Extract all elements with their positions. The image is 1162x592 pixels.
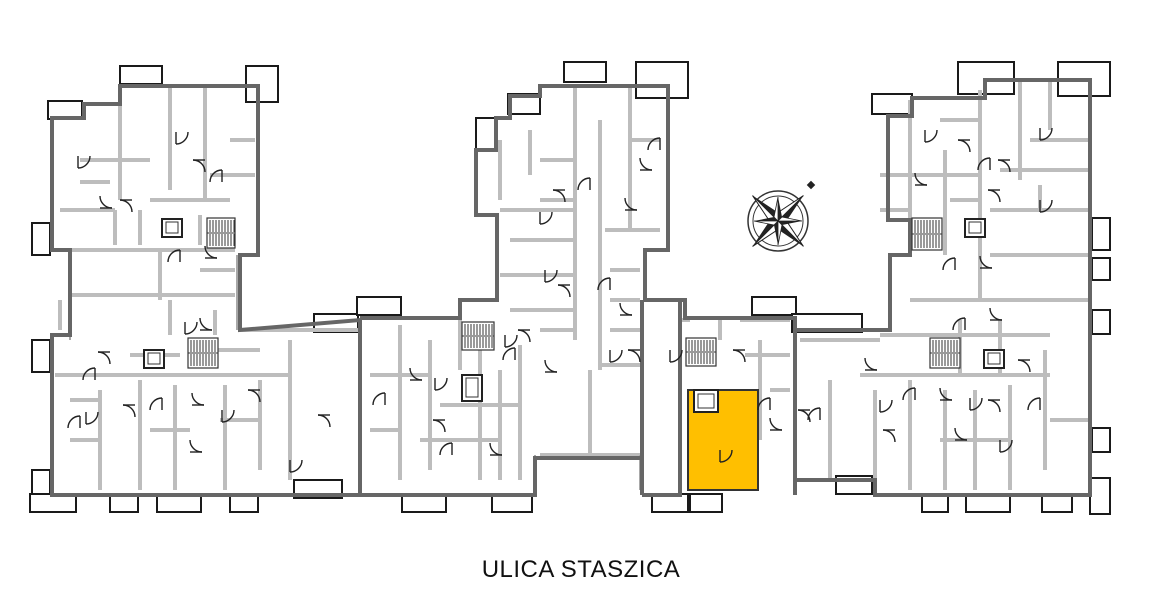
stairwell-right-upper — [911, 217, 943, 251]
stairwell-left-lower — [187, 337, 219, 369]
compass-rose-icon — [747, 180, 816, 252]
stairwell-right-lower — [929, 337, 961, 369]
stairwell-center-left — [461, 321, 495, 351]
stairwells — [187, 217, 961, 369]
stairwell-center-right — [685, 337, 717, 367]
elevator-shafts — [143, 218, 1005, 413]
street-label: ULICA STASZICA — [481, 556, 681, 583]
outer-walls — [50, 78, 1092, 497]
inner-walls — [55, 80, 1090, 490]
stairwell-left-upper — [206, 217, 236, 249]
door-swings — [67, 127, 1053, 473]
